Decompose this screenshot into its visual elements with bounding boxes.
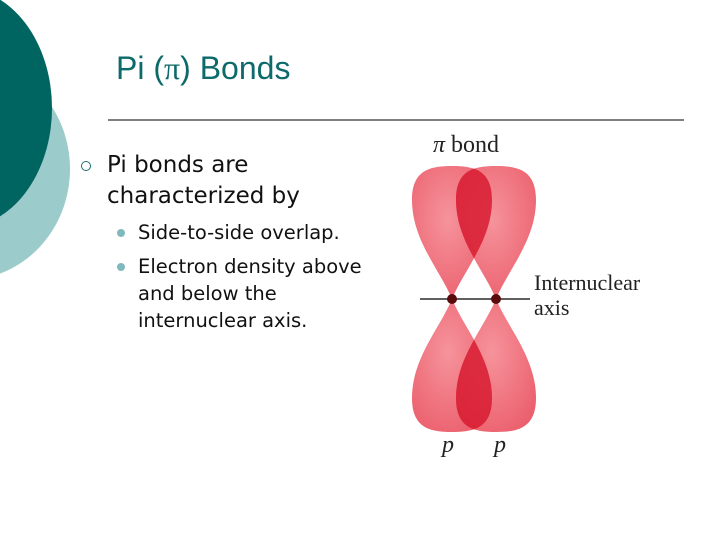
bullet-text: Pi bonds are characterized by (107, 152, 300, 209)
hollow-circle-bullet-icon (81, 161, 91, 171)
right-p-orbital-label: p (494, 432, 506, 458)
orbital-overlap-illustration (412, 166, 536, 432)
right-nucleus (491, 294, 501, 304)
dot-bullet-icon (117, 229, 125, 237)
internuclear-axis-label: Internuclear axis (534, 270, 640, 320)
pi-symbol: π (433, 132, 446, 158)
title-suffix: ) Bonds (180, 50, 291, 86)
bullet-item: Pi bonds are characterized by (80, 150, 380, 212)
title-divider (108, 119, 684, 121)
sub-bullet-text: Side-to-side overlap. (138, 221, 340, 244)
title-prefix: Pi ( (116, 50, 164, 86)
pi-bond-label: π bond (433, 132, 499, 159)
bullet-list: Pi bonds are characterized by Side-to-si… (80, 150, 380, 334)
slide-title: Pi (π) Bonds (116, 50, 290, 87)
left-p-orbital-label: p (442, 432, 454, 458)
sub-bullet-item: Side-to-side overlap. (117, 219, 380, 246)
sub-bullet-item: Electron density above and below the int… (117, 253, 380, 334)
axis-label-line1: Internuclear (534, 270, 641, 295)
pi-bond-diagram: π bond Internuclear axis p p (400, 130, 690, 470)
dot-bullet-icon (117, 263, 125, 271)
bond-word: bond (451, 132, 500, 158)
title-pi-symbol: π (164, 50, 181, 86)
sub-bullet-text: Electron density above and below the int… (138, 255, 362, 332)
axis-label-line2: axis (534, 295, 570, 320)
left-nucleus (447, 294, 457, 304)
